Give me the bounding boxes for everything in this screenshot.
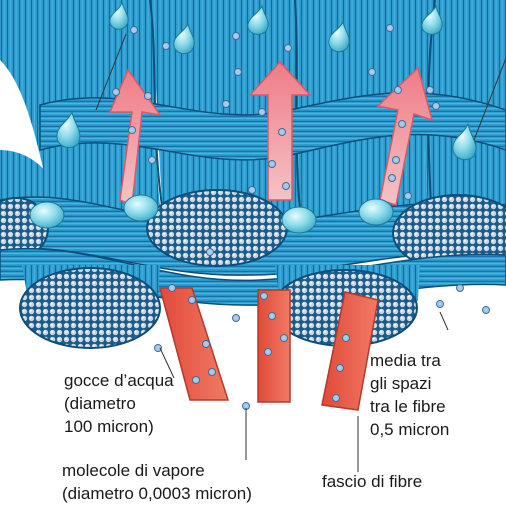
label-water-drops: gocce d’acqua (diametro 100 micron) [64, 369, 174, 438]
label-fiber-spacing: media tra gli spazi tra le fibre 0,5 mic… [370, 349, 449, 441]
label-vapor-molecules: molecole di vapore (diametro 0,0003 micr… [62, 459, 252, 505]
label-fiber-bundle: fascio di fibre [322, 470, 422, 493]
